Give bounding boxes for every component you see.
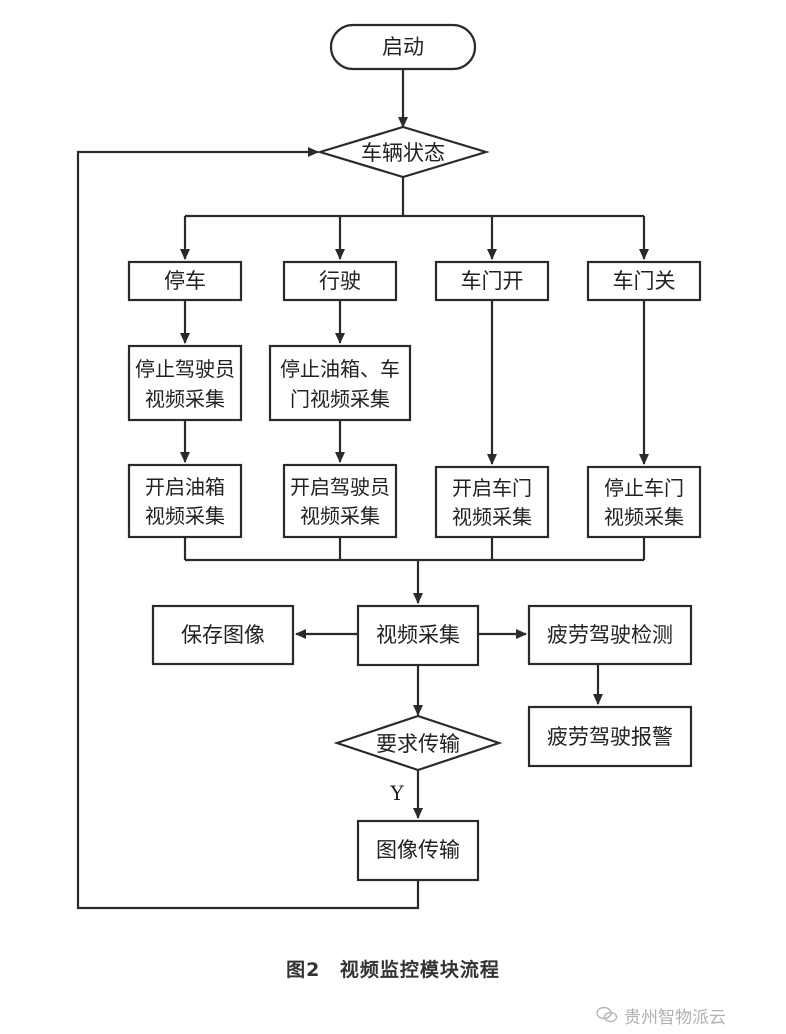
node-start-tank-video-line2: 视频采集	[145, 504, 225, 528]
watermark: 贵州智物派云	[596, 1002, 726, 1028]
node-image-transfer-label: 图像传输	[376, 838, 460, 862]
node-start: 启动	[329, 23, 477, 71]
node-door-close-label: 车门关	[613, 269, 676, 293]
node-fatigue-alarm-label: 疲劳驾驶报警	[547, 725, 673, 749]
node-stop-door-video-line1: 停止车门	[604, 476, 684, 500]
node-require-transfer-label: 要求传输	[376, 732, 460, 756]
node-image-transfer: 图像传输	[356, 819, 480, 882]
node-start-door-video-line2: 视频采集	[452, 505, 532, 529]
node-fatigue-detect-label: 疲劳驾驶检测	[547, 623, 673, 647]
node-save-image-label: 保存图像	[181, 623, 265, 647]
node-start-tank-video: 开启油箱 视频采集	[127, 463, 243, 539]
edge-label-yes: Y	[389, 781, 404, 805]
node-vehicle-state-label: 车辆状态	[361, 141, 445, 165]
node-driving: 行驶	[282, 260, 398, 302]
node-stop-driver-video-line1: 停止驾驶员	[135, 357, 235, 381]
node-start-driver-video-line1: 开启驾驶员	[290, 475, 390, 499]
node-stop-door-video-line2: 视频采集	[604, 505, 684, 529]
node-driving-label: 行驶	[319, 269, 361, 293]
node-door-close: 车门关	[586, 260, 702, 302]
node-stop-tank-door-video-line2: 门视频采集	[290, 387, 390, 411]
node-stop-driver-video-line2: 视频采集	[145, 387, 225, 411]
chat-bubble-icon	[596, 1006, 618, 1023]
node-start-driver-video-line2: 视频采集	[300, 504, 380, 528]
node-stop-tank-door-video-line1: 停止油箱、车	[280, 357, 400, 381]
node-vehicle-state: 车辆状态	[316, 125, 490, 179]
figure-number: 图2	[286, 959, 321, 981]
edge-loop-back-to-state	[76, 147, 420, 910]
node-stop-tank-door-video: 停止油箱、车 门视频采集	[268, 344, 412, 422]
node-start-door-video: 开启车门 视频采集	[434, 465, 550, 539]
node-door-open: 车门开	[434, 260, 550, 302]
node-video-capture-label: 视频采集	[376, 623, 460, 647]
node-stop-driver-video: 停止驾驶员 视频采集	[127, 344, 243, 422]
connectors	[76, 69, 649, 910]
node-fatigue-alarm: 疲劳驾驶报警	[527, 705, 693, 768]
node-stop-door-video: 停止车门 视频采集	[586, 465, 702, 539]
watermark-text: 贵州智物派云	[624, 1007, 726, 1028]
figure-title: 视频监控模块流程	[339, 959, 500, 981]
figure-caption: 图2 视频监控模块流程	[0, 955, 786, 982]
node-start-door-video-line1: 开启车门	[452, 476, 532, 500]
node-require-transfer: 要求传输	[333, 714, 503, 772]
node-video-capture: 视频采集	[356, 604, 480, 667]
node-start-tank-video-line1: 开启油箱	[145, 475, 225, 499]
node-parking: 停车	[127, 260, 243, 302]
node-save-image: 保存图像	[151, 604, 295, 666]
node-fatigue-detect: 疲劳驾驶检测	[527, 604, 693, 666]
node-start-label: 启动	[382, 35, 424, 59]
node-start-driver-video: 开启驾驶员 视频采集	[282, 463, 398, 539]
node-parking-label: 停车	[164, 269, 206, 293]
node-door-open-label: 车门开	[461, 269, 524, 293]
